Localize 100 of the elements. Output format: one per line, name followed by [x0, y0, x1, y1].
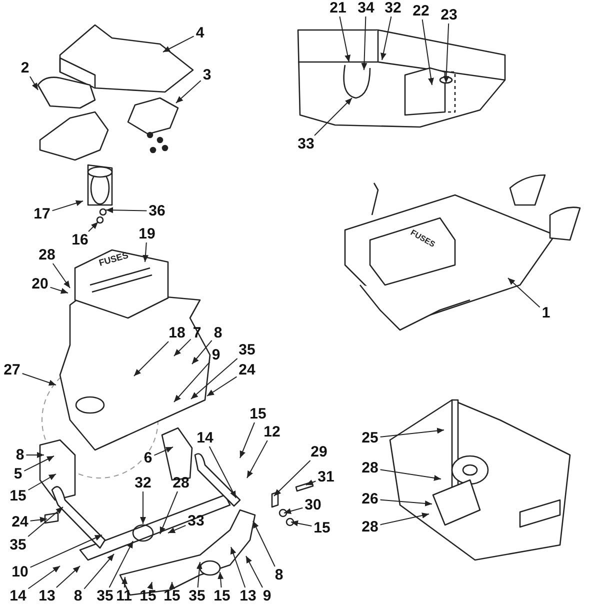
callout-number: 19 [138, 226, 156, 242]
leader-line [246, 556, 263, 588]
leader-line [30, 534, 102, 568]
callout-number: 25 [360, 430, 380, 446]
leader-line [380, 499, 432, 506]
callout-number: 14 [196, 430, 214, 446]
leader-line [28, 474, 56, 490]
leader-line [174, 361, 210, 402]
leader-line [196, 562, 202, 588]
callout-number: 8 [14, 448, 26, 462]
leader-line [52, 263, 70, 288]
leader-line [108, 540, 134, 588]
callout-number: 28 [38, 248, 56, 262]
callout-number: 21 [328, 0, 348, 16]
callout-number: 15 [162, 588, 182, 604]
leader-line [422, 19, 434, 86]
callout-number: 8 [212, 326, 224, 340]
callout-number: 35 [8, 538, 28, 552]
callout-number: 18 [168, 326, 186, 340]
callout-number: 24 [10, 514, 30, 530]
callout-number: 30 [304, 498, 322, 512]
callout-number: 20 [30, 276, 50, 292]
assembled-base-drawing [344, 174, 581, 331]
leader-line [240, 422, 255, 458]
callout-number: 33 [296, 136, 316, 152]
leader-line [160, 491, 178, 534]
leader-line [190, 358, 238, 400]
callout-number: 15 [8, 488, 28, 504]
callout-number: 28 [172, 476, 190, 490]
leader-line [122, 576, 128, 588]
leader-line [147, 582, 153, 590]
callout-number: 9 [210, 348, 222, 362]
leader-line [154, 446, 174, 456]
leader-line [314, 98, 352, 136]
leader-line [339, 16, 351, 62]
leader-line [290, 520, 312, 526]
callout-number: 24 [238, 362, 256, 378]
leader-line [88, 222, 98, 232]
leader-line [84, 554, 114, 590]
leader-line [274, 460, 311, 496]
callout-number: 33 [186, 514, 206, 528]
callout-number: 15 [248, 406, 268, 422]
callout-number: 13 [238, 588, 258, 604]
callout-number: 15 [212, 588, 232, 604]
callout-number: 28 [360, 460, 380, 476]
leader-line [306, 480, 316, 486]
callout-number: 13 [38, 588, 56, 604]
callout-number: 5 [12, 466, 24, 482]
callout-number: 4 [194, 26, 206, 40]
tray-underside-drawing [297, 29, 506, 128]
callout-number: 34 [356, 0, 376, 16]
callout-number: 17 [32, 206, 52, 222]
leader-line [380, 16, 392, 60]
callout-number: 36 [148, 204, 166, 218]
leader-line [52, 200, 84, 212]
callout-number: 15 [312, 520, 332, 536]
callout-number: 32 [134, 476, 152, 490]
callout-number: 10 [10, 564, 30, 580]
callout-number: 12 [262, 424, 282, 440]
callout-number: 3 [202, 68, 212, 82]
leader-line [162, 36, 194, 52]
leader-line [28, 506, 64, 537]
callout-number: 11 [115, 588, 133, 604]
callout-number: 35 [188, 588, 206, 604]
callout-number: 28 [360, 520, 380, 534]
leader-line [30, 76, 38, 90]
callout-number: 8 [72, 588, 84, 604]
leader-line [106, 207, 148, 214]
leader-line [22, 373, 56, 386]
leader-line [380, 512, 430, 526]
callout-number: 23 [440, 8, 458, 22]
leader-line [380, 428, 444, 438]
leader-line [28, 566, 60, 590]
callout-number: 32 [384, 0, 402, 16]
leader-line [284, 507, 304, 514]
leader-line [380, 469, 442, 481]
leader-line [50, 286, 68, 294]
leader-line [26, 452, 44, 458]
callout-number: 15 [138, 588, 158, 604]
callout-number: 26 [360, 492, 380, 506]
leader-line [246, 440, 268, 478]
leader-line [176, 80, 202, 104]
leader-line [30, 516, 48, 523]
leader-line [252, 520, 276, 567]
callout-number: 29 [310, 444, 328, 460]
leader-line [142, 242, 148, 262]
leader-line [174, 338, 192, 356]
callout-number: 2 [20, 60, 30, 76]
callout-number: 35 [96, 588, 114, 604]
leader-line [443, 23, 450, 84]
leader-line [230, 546, 246, 588]
leader-line [218, 572, 224, 588]
leader-line [140, 491, 146, 524]
leader-line [192, 340, 212, 364]
fuses-label: FUSES [98, 250, 130, 268]
callout-number: 6 [142, 450, 154, 466]
leader-line [134, 341, 169, 376]
callout-number: 22 [412, 4, 430, 18]
leader-line [24, 456, 54, 472]
callout-number: 31 [316, 470, 336, 484]
